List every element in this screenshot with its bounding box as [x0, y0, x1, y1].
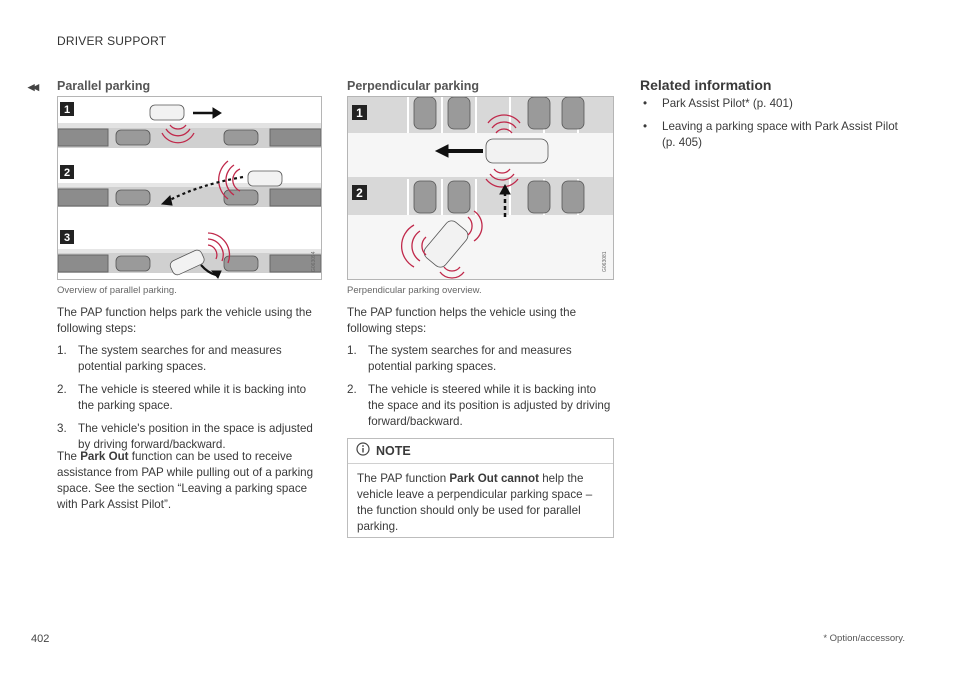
step-number: 3.	[57, 422, 67, 435]
bullet: •	[643, 120, 648, 133]
running-header: DRIVER SUPPORT	[57, 34, 167, 48]
step-text: The system searches for and measures pot…	[78, 344, 282, 373]
perpendicular-intro: The PAP function helps the vehicle using…	[347, 306, 577, 335]
parallel-parking-title: Parallel parking	[57, 79, 151, 93]
step-number: 1.	[347, 344, 357, 357]
parallel-figure-caption: Overview of parallel parking.	[57, 285, 177, 296]
continued-marker: ◂◂	[28, 79, 39, 94]
list-item: 1. The system searches for and measures p…	[347, 343, 611, 375]
figure-label-2: 2	[356, 186, 363, 200]
link-text[interactable]: Park Assist Pilot* (p. 401)	[662, 97, 793, 110]
parallel-intro: The PAP function helps park the vehicle …	[57, 306, 312, 335]
list-item: 2. The vehicle is steered while it is bac…	[57, 382, 319, 414]
perpendicular-parking-title: Perpendicular parking	[347, 79, 479, 93]
list-item: 2. The vehicle is steered while it is bac…	[347, 382, 611, 430]
perpendicular-steps: 1. The system searches for and measures p…	[347, 343, 611, 437]
list-item: 1. The system searches for and measures p…	[57, 343, 319, 375]
text: The PAP function	[357, 472, 450, 485]
text: function can be used to receive assistan…	[57, 450, 314, 511]
text: The	[57, 450, 81, 463]
note-title: NOTE	[376, 444, 411, 458]
cannot-term: cannot	[500, 472, 539, 485]
related-information-title: Related information	[640, 77, 772, 93]
parallel-parking-figure: 1 2 3 G063094	[57, 96, 322, 280]
related-link-park-assist-pilot[interactable]: • Park Assist Pilot* (p. 401)	[640, 96, 900, 112]
figure-code: G063094	[311, 251, 317, 272]
step-text: The vehicle is steered while it is backi…	[368, 383, 611, 428]
step-text: The vehicle is steered while it is backi…	[78, 383, 307, 412]
step-number: 2.	[347, 383, 357, 396]
step-text: The vehicle's position in the space is a…	[78, 422, 313, 451]
list-item: 3. The vehicle's position in the space is…	[57, 421, 319, 453]
info-icon	[356, 441, 370, 461]
figure-label-3: 3	[64, 232, 70, 244]
related-information-list: • Park Assist Pilot* (p. 401) • Leaving a …	[640, 96, 900, 158]
parallel-steps: 1. The system searches for and measures p…	[57, 343, 319, 460]
footnote: * Option/accessory.	[823, 633, 905, 644]
note-text: The PAP function Park Out cannot help th…	[348, 464, 613, 535]
bullet: •	[643, 97, 648, 110]
page-number: 402	[31, 633, 50, 645]
figure-label-2: 2	[64, 167, 70, 179]
related-link-leaving-parking-space[interactable]: • Leaving a parking space with Park Assis…	[640, 119, 900, 151]
step-number: 2.	[57, 383, 67, 396]
park-out-paragraph: The Park Out function can be used to rec…	[57, 449, 319, 513]
text: help the vehicle leave a perpendicular p…	[357, 472, 593, 533]
figure-code: G063081	[602, 251, 608, 272]
step-text: The system searches for and measures pot…	[368, 344, 572, 373]
perpendicular-parking-figure: 1 2 G063081	[347, 96, 614, 280]
step-number: 1.	[57, 344, 67, 357]
figure-label-1: 1	[64, 104, 70, 116]
figure-label-1: 1	[356, 106, 363, 120]
link-text[interactable]: Leaving a parking space with Park Assist…	[662, 120, 898, 149]
perpendicular-figure-caption: Perpendicular parking overview.	[347, 285, 482, 296]
note-box: NOTE The PAP function Park Out cannot he…	[347, 438, 614, 538]
perpendicular-parking-illustration: 1 2 G063081	[348, 97, 613, 279]
park-out-term: Park Out	[80, 450, 129, 463]
note-header: NOTE	[348, 439, 613, 464]
parallel-parking-illustration: 1 2 3 G063094	[58, 102, 321, 279]
park-out-term: Park Out	[449, 472, 498, 485]
